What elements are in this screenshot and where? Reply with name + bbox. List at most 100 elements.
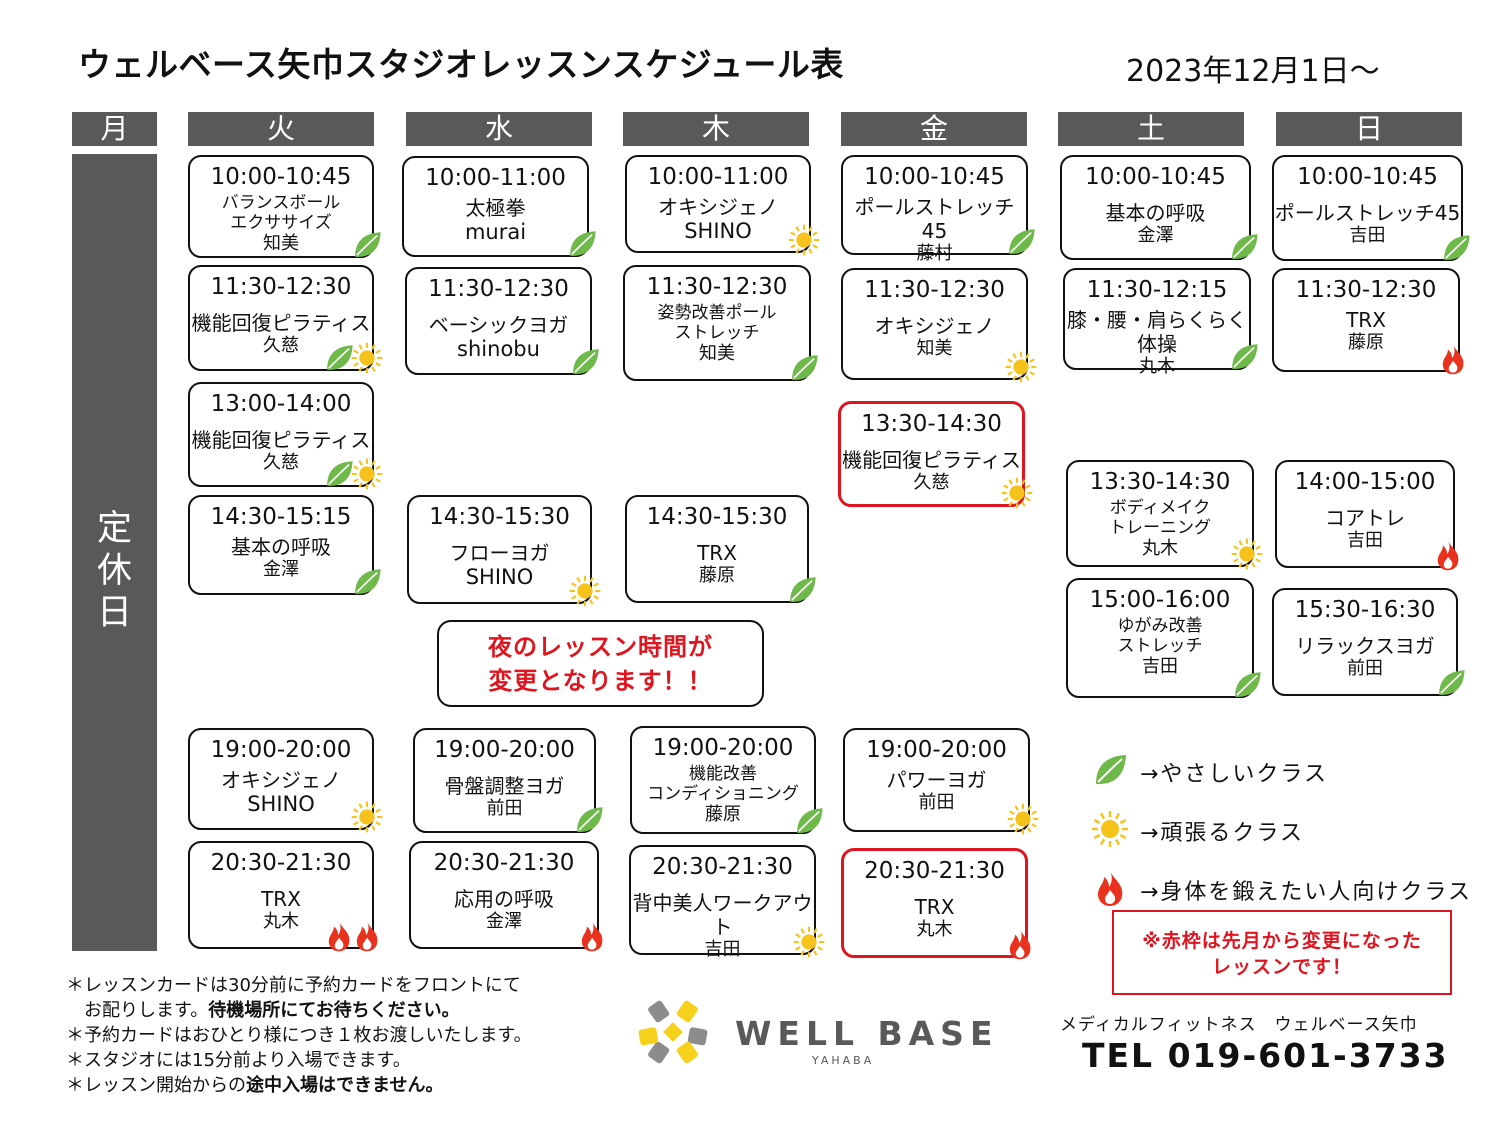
sun-icon [568, 574, 602, 608]
lesson-name: TRX [697, 541, 737, 565]
lesson-name: ボディメイク トレーニング [1109, 498, 1211, 538]
lesson-time: 19:00-20:00 [866, 737, 1007, 763]
lesson-time: 10:00-11:00 [425, 165, 566, 191]
sun-icon [1000, 476, 1034, 510]
lesson-name: ポールストレッチ45 [1274, 201, 1461, 225]
lesson-time: 19:00-20:00 [652, 735, 794, 761]
legend-easy-label: →やさしいクラス [1140, 762, 1328, 787]
lesson-teacher: 久慈 [263, 335, 299, 356]
lesson-card-sun: 15:30-16:30 リラックスヨガ前田 [1272, 588, 1465, 696]
leaf-icon [322, 341, 356, 375]
lesson-time: 14:30-15:30 [429, 504, 570, 530]
lesson-teacher: 前田 [918, 792, 955, 813]
sun-icon [350, 800, 384, 834]
wellbase-logo-icon [628, 994, 718, 1074]
lesson-teacher: murai [464, 220, 527, 244]
lesson-time: 10:00-10:45 [1085, 164, 1226, 190]
note-line: ＊予約カードはおひとり様につき１枚お渡しいたします。 [66, 1025, 532, 1046]
note-line: ＊スタジオには15分前より入場できます。 [66, 1050, 411, 1071]
lesson-time: 20:30-21:30 [210, 850, 352, 876]
lesson-time: 15:30-16:30 [1294, 597, 1436, 623]
leaf-icon [792, 804, 826, 838]
evening-change-notice: 夜のレッスン時間が 変更となります！！ [437, 620, 764, 707]
lesson-teacher: 丸木 [1142, 538, 1178, 559]
note-line: お配りします。待機場所にてお待ちください。 [66, 1000, 460, 1021]
company-name: メディカルフィットネス ウェルベース矢巾 [1060, 1015, 1418, 1035]
sun-icon [1090, 809, 1130, 849]
fire-icon [1090, 868, 1130, 908]
lesson-teacher: 吉田 [1349, 225, 1386, 246]
phone-number[interactable]: TEL 019-601-3733 [1082, 1036, 1449, 1075]
leaf-icon [1227, 230, 1261, 264]
leaf-icon [1090, 750, 1130, 790]
lesson-time: 20:30-21:30 [652, 854, 793, 880]
lesson-name: フローヨガ [449, 541, 550, 565]
lesson-name: 応用の呼吸 [454, 887, 554, 911]
sun-icon [1230, 537, 1264, 571]
fire-icon [1431, 538, 1465, 572]
day-header-thu: 木 [623, 112, 809, 146]
lesson-name: オキシジェノ [658, 195, 778, 219]
leaf-icon [1227, 340, 1261, 374]
fire-icon [1003, 927, 1037, 961]
lesson-teacher: 久慈 [913, 472, 950, 493]
lesson-name: 太極拳 [465, 196, 526, 220]
lesson-name: TRX [261, 887, 301, 911]
lesson-time: 14:30-15:15 [210, 504, 352, 530]
lesson-time: 13:30-14:30 [1089, 469, 1231, 495]
lesson-name: リラックスヨガ [1295, 634, 1435, 658]
lesson-teacher: 知美 [699, 343, 735, 364]
lesson-teacher: 丸木 [1139, 356, 1175, 377]
sun-icon [1006, 802, 1040, 836]
lesson-name: 基本の呼吸 [1105, 201, 1206, 225]
lesson-name: 機能回復ピラティス [191, 428, 371, 452]
lesson-card-fri: 19:00-20:00 パワーヨガ前田 [843, 728, 1039, 835]
lesson-teacher: 藤原 [699, 565, 735, 586]
day-header-sat: 土 [1058, 112, 1244, 146]
lesson-name: オキシジェノ [874, 314, 995, 338]
lesson-name: 骨盤調整ヨガ [444, 774, 565, 798]
sun-icon [350, 341, 384, 375]
leaf-icon [350, 228, 384, 262]
lesson-teacher: 金澤 [1137, 225, 1174, 246]
lesson-teacher: 前田 [1347, 658, 1383, 679]
lesson-time: 11:30-12:30 [428, 276, 569, 302]
lesson-time: 19:00-20:00 [210, 737, 352, 763]
lesson-name: 基本の呼吸 [231, 535, 331, 559]
lesson-name: 機能改善 コンディショニング [647, 764, 799, 804]
logo-wordmark: WELL BASE [735, 1014, 999, 1053]
sun-icon [787, 223, 821, 257]
lesson-card-tue: 11:30-12:30 機能回復ピラティス久慈 [188, 265, 383, 374]
note-line: ＊レッスン開始からの途中入場はできません。 [66, 1075, 444, 1096]
lesson-time: 13:00-14:00 [210, 391, 352, 417]
day-header-sun: 日 [1276, 112, 1462, 146]
lesson-time: 10:00-11:00 [647, 164, 789, 190]
page-title: ウェルベース矢巾スタジオレッスンスケジュール表 [78, 45, 844, 84]
lesson-time: 14:00-15:00 [1294, 469, 1436, 495]
effective-date: 2023年12月1日～ [1126, 54, 1380, 89]
fire-icon [322, 919, 356, 953]
lesson-time: 11:30-12:30 [210, 274, 352, 300]
note-line: ＊レッスンカードは30分前に予約カードをフロントにて [66, 975, 521, 996]
lesson-name: バランスボール エクササイズ [221, 193, 341, 233]
lesson-time: 20:30-21:30 [864, 858, 1005, 884]
lesson-name: 機能回復ピラティス [191, 311, 371, 335]
leaf-icon [1004, 225, 1038, 259]
lesson-name: TRX [914, 895, 955, 919]
logo-subtitle: YAHABA [812, 1054, 875, 1067]
lesson-name: パワーヨガ [886, 768, 987, 792]
fire-icon [1436, 342, 1470, 376]
